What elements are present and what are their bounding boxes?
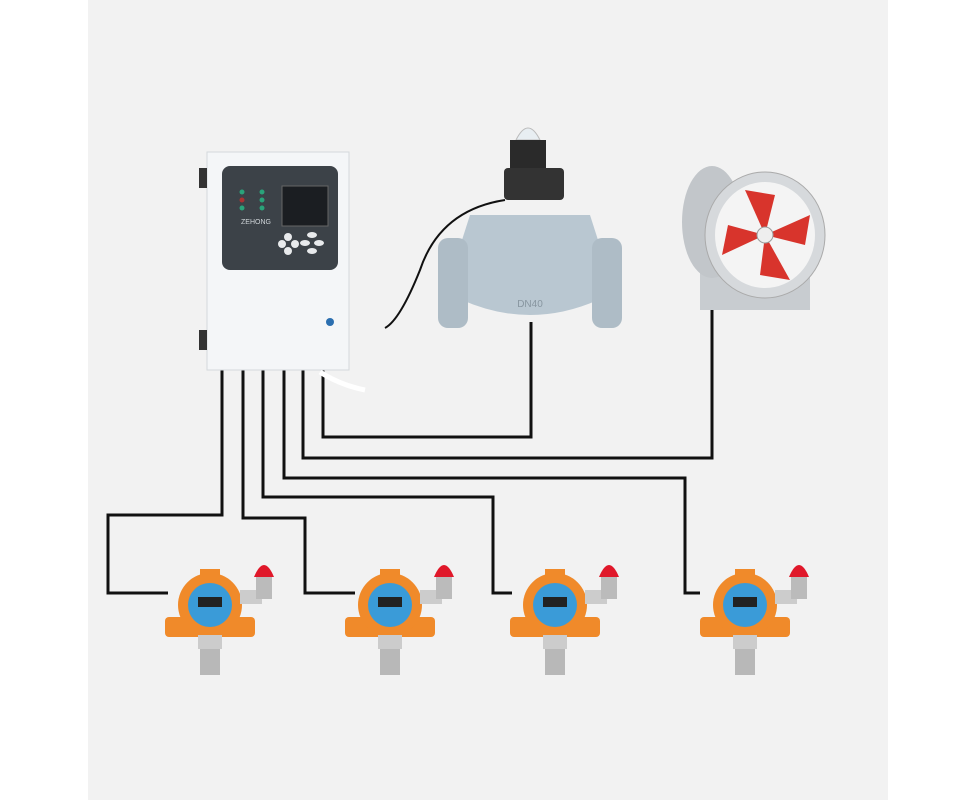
- fan-blades: [722, 190, 810, 280]
- controller-keypad[interactable]: [278, 232, 324, 255]
- gas-detector-1: [165, 565, 274, 675]
- background-panel: [88, 0, 888, 800]
- wire-detector-4: [282, 370, 700, 595]
- wire-valve: [321, 322, 533, 439]
- wire-fan: [301, 300, 714, 460]
- status-leds: [239, 189, 265, 211]
- controller-display: [281, 185, 329, 227]
- wire-detector-1: [106, 370, 224, 595]
- gas-detector-3: [510, 565, 619, 675]
- wire-detector-3: [261, 370, 512, 595]
- controller-brand: ZEHONG: [241, 219, 271, 226]
- alarm-controller: ZEHONG: [199, 151, 366, 393]
- wire-detector-2: [241, 370, 355, 595]
- exhaust-fan: [682, 166, 826, 310]
- solenoid-valve: DN40: [384, 127, 622, 329]
- gas-detector-4: [700, 565, 809, 675]
- valve-marking: DN40: [517, 299, 543, 310]
- gas-detector-2: [345, 565, 454, 675]
- controller-lock-icon: [326, 318, 334, 326]
- wiring: [106, 300, 714, 595]
